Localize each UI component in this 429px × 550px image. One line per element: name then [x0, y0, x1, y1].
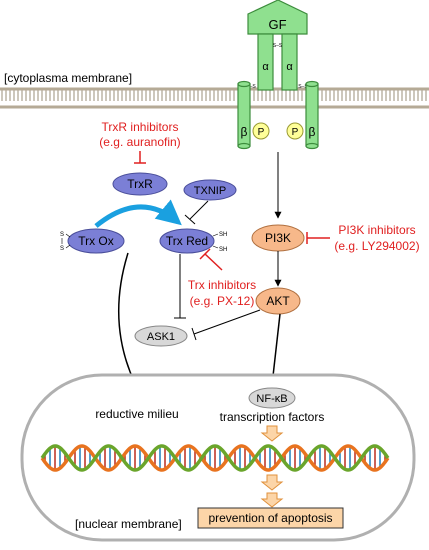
beta-label-right: β [309, 125, 316, 139]
dna-helix [40, 444, 390, 472]
beta-subunit-right [305, 80, 319, 150]
ss-bond-top: S–S [273, 43, 283, 49]
inhibition-akt-ask1 [191, 309, 261, 341]
inhibition-txnip [184, 200, 209, 225]
nuclear-membrane-label: [nuclear membrane] [75, 517, 182, 531]
flow-arrow-3 [260, 492, 284, 508]
alpha-subunit-right [281, 33, 298, 91]
reductive-milieu-label: reductive milieu [95, 407, 178, 421]
ask1-node [134, 325, 188, 347]
trx-inhibitors-label-line1: Trx inhibitors [188, 278, 256, 292]
flow-arrow-1 [260, 425, 284, 442]
ask1-label: ASK1 [147, 331, 175, 343]
inhibition-trxred-ask1 [174, 254, 186, 319]
trx-red-sh-top: SH [219, 232, 227, 238]
beta-label-left: β [241, 125, 248, 139]
ss-bond-left: S–S [246, 84, 256, 90]
alpha-label-right: α [286, 61, 293, 73]
blue-reduction-arrow [94, 199, 182, 228]
akt-node [255, 287, 301, 315]
nfkb-label: NF-κB [256, 393, 287, 405]
inhibition-pi3k [306, 232, 330, 244]
nfkb-node [248, 387, 296, 409]
trx-ox-label: Trx Ox [78, 234, 114, 248]
alpha-label-left: α [262, 61, 269, 73]
trx-ox-s-top: S [60, 232, 64, 238]
pi3k-inhibitors-label-line1: PI3K inhibitors [338, 223, 415, 237]
growth-factor-receptor: GF α α S–S S–S S–S β β P P [237, 0, 319, 150]
flow-arrow-2 [260, 474, 284, 491]
trx-red-sh-bottom: SH [219, 247, 227, 253]
alpha-subunit-left [257, 33, 274, 91]
txnip-label: TXNIP [194, 185, 226, 197]
trxr-inhibitors-label-line1: TrxR inhibitors [102, 120, 179, 134]
prevention-of-apoptosis-box [197, 507, 344, 529]
ss-bond-right: S–S [298, 84, 308, 90]
dna-strand-orange [40, 444, 390, 472]
txnip-node [183, 179, 237, 201]
phospho-label-right: P [292, 127, 299, 138]
trx-inhibitors-label-line2: (e.g. PX-12) [190, 294, 255, 308]
pi3k-inhibitors-label-line2: (e.g. LY294002) [334, 239, 419, 253]
akt-label: AKT [266, 294, 290, 308]
transcription-factors-label: transcription factors [220, 410, 325, 424]
dna-strand-green [40, 444, 390, 472]
phospho-right [286, 122, 304, 140]
inhibition-trx [199, 248, 223, 271]
gf-ligand [247, 0, 308, 35]
trx-ox-node [67, 228, 125, 254]
trx-ox-s-bottom: S [60, 246, 64, 252]
phospho-left [252, 122, 270, 140]
trxr-label: TrxR [127, 177, 153, 191]
prevention-of-apoptosis-label: prevention of apoptosis [208, 511, 332, 525]
trxr-node [112, 172, 168, 196]
cytoplasma-membrane [0, 87, 429, 109]
arrow-akt-to-nfkb [267, 313, 281, 387]
membrane-label: [cytoplasma membrane] [4, 71, 132, 85]
trx-red-node [159, 228, 215, 254]
pi3k-label: PI3K [265, 231, 291, 245]
trxr-inhibitors-label-line2: (e.g. auranofin) [99, 135, 180, 149]
trx-red-label: Trx Red [166, 234, 208, 248]
inhibition-trxr [134, 151, 146, 164]
nuclear-membrane [20, 373, 416, 542]
beta-subunit-left [237, 80, 251, 150]
phospho-label-left: P [258, 127, 265, 138]
gf-label: GF [268, 17, 286, 32]
